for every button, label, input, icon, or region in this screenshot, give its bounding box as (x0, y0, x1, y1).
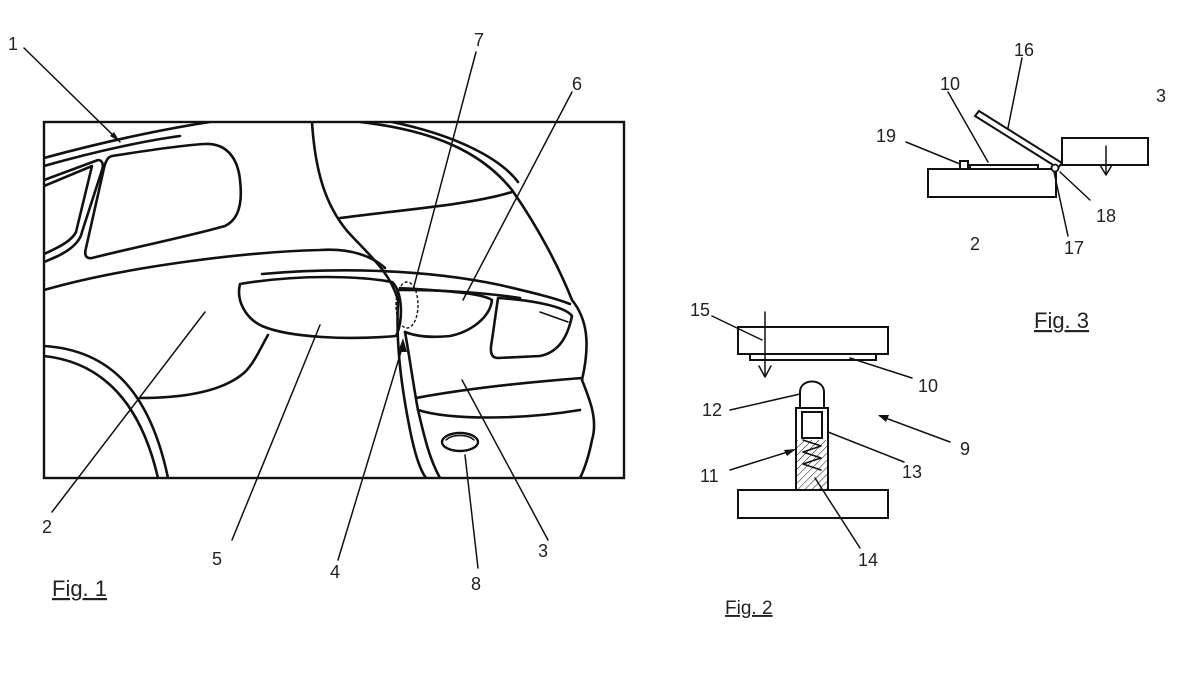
fuel-flap (237, 275, 403, 340)
fig1-label-3: 3 (538, 541, 548, 561)
side-window (83, 142, 243, 260)
c-pillar (310, 122, 400, 302)
fig2-label-14: 14 (858, 550, 878, 570)
fig3-label-17: 17 (1064, 238, 1084, 258)
flap-plate (969, 164, 1039, 170)
fig1-label-5: 5 (212, 549, 222, 569)
fig1-caption: Fig. 1 (52, 576, 107, 601)
fig2-label-10: 10 (918, 376, 938, 396)
lower-base (737, 489, 889, 519)
fig1-label-6: 6 (572, 74, 582, 94)
figure-2: 15 10 12 9 13 11 14 Fig. 2 (690, 300, 970, 619)
rear-bumper (403, 330, 582, 419)
figure-1: 1 2 3 4 5 6 7 8 Fig. 1 (8, 30, 626, 601)
plunger (799, 380, 825, 409)
fig2-label-11: 11 (700, 466, 719, 486)
fig1-label-8: 8 (471, 574, 481, 594)
hinged-lid (973, 109, 1064, 170)
hatched-base (797, 440, 827, 489)
fig1-leader-lines (23, 47, 573, 569)
fig1-label-4: 4 (330, 562, 340, 582)
fig1-label-7: 7 (474, 30, 484, 50)
fig3-label-18: 18 (1096, 206, 1116, 226)
fig2-leader-lines (711, 315, 951, 549)
rear-glass-edge (358, 122, 574, 302)
fig3-label-10: 10 (940, 74, 960, 94)
figure-3: 16 10 3 19 18 2 17 Fig. 3 (876, 40, 1166, 333)
wheel-arch (44, 344, 170, 478)
hinge-point (1050, 163, 1060, 173)
inner-lamp (489, 296, 574, 360)
fig2-label-9: 9 (960, 439, 970, 459)
roof-line (44, 122, 212, 160)
contact-plate (749, 353, 877, 361)
upper-block (737, 326, 889, 355)
fig2-caption: Fig. 2 (725, 598, 773, 619)
body-block (927, 168, 1057, 198)
fig2-label-15: 15 (690, 300, 710, 320)
closing-block (1061, 137, 1149, 166)
fig3-label-16: 16 (1014, 40, 1034, 60)
fig3-caption: Fig. 3 (1034, 308, 1089, 333)
fig3-leader-lines (905, 57, 1091, 237)
fig1-label-2: 2 (42, 517, 52, 537)
fig1-label-1: 1 (8, 34, 18, 54)
front-window (44, 158, 105, 264)
rear-lamp (398, 286, 494, 339)
fig3-label-19: 19 (876, 126, 896, 146)
stop-element (959, 160, 969, 170)
vehicle-rear-drawing (44, 122, 596, 478)
fig3-label-2: 2 (970, 234, 980, 254)
belt-line (44, 248, 387, 292)
fig3-label-3: 3 (1156, 86, 1166, 106)
fig1-frame (42, 120, 626, 480)
spring (802, 439, 822, 471)
rear-corner (570, 298, 596, 478)
fig2-label-12: 12 (702, 400, 722, 420)
detail-circle (395, 281, 419, 329)
exhaust-tip (440, 431, 480, 453)
fig2-label-13: 13 (902, 462, 922, 482)
taillight-strip (260, 269, 572, 306)
